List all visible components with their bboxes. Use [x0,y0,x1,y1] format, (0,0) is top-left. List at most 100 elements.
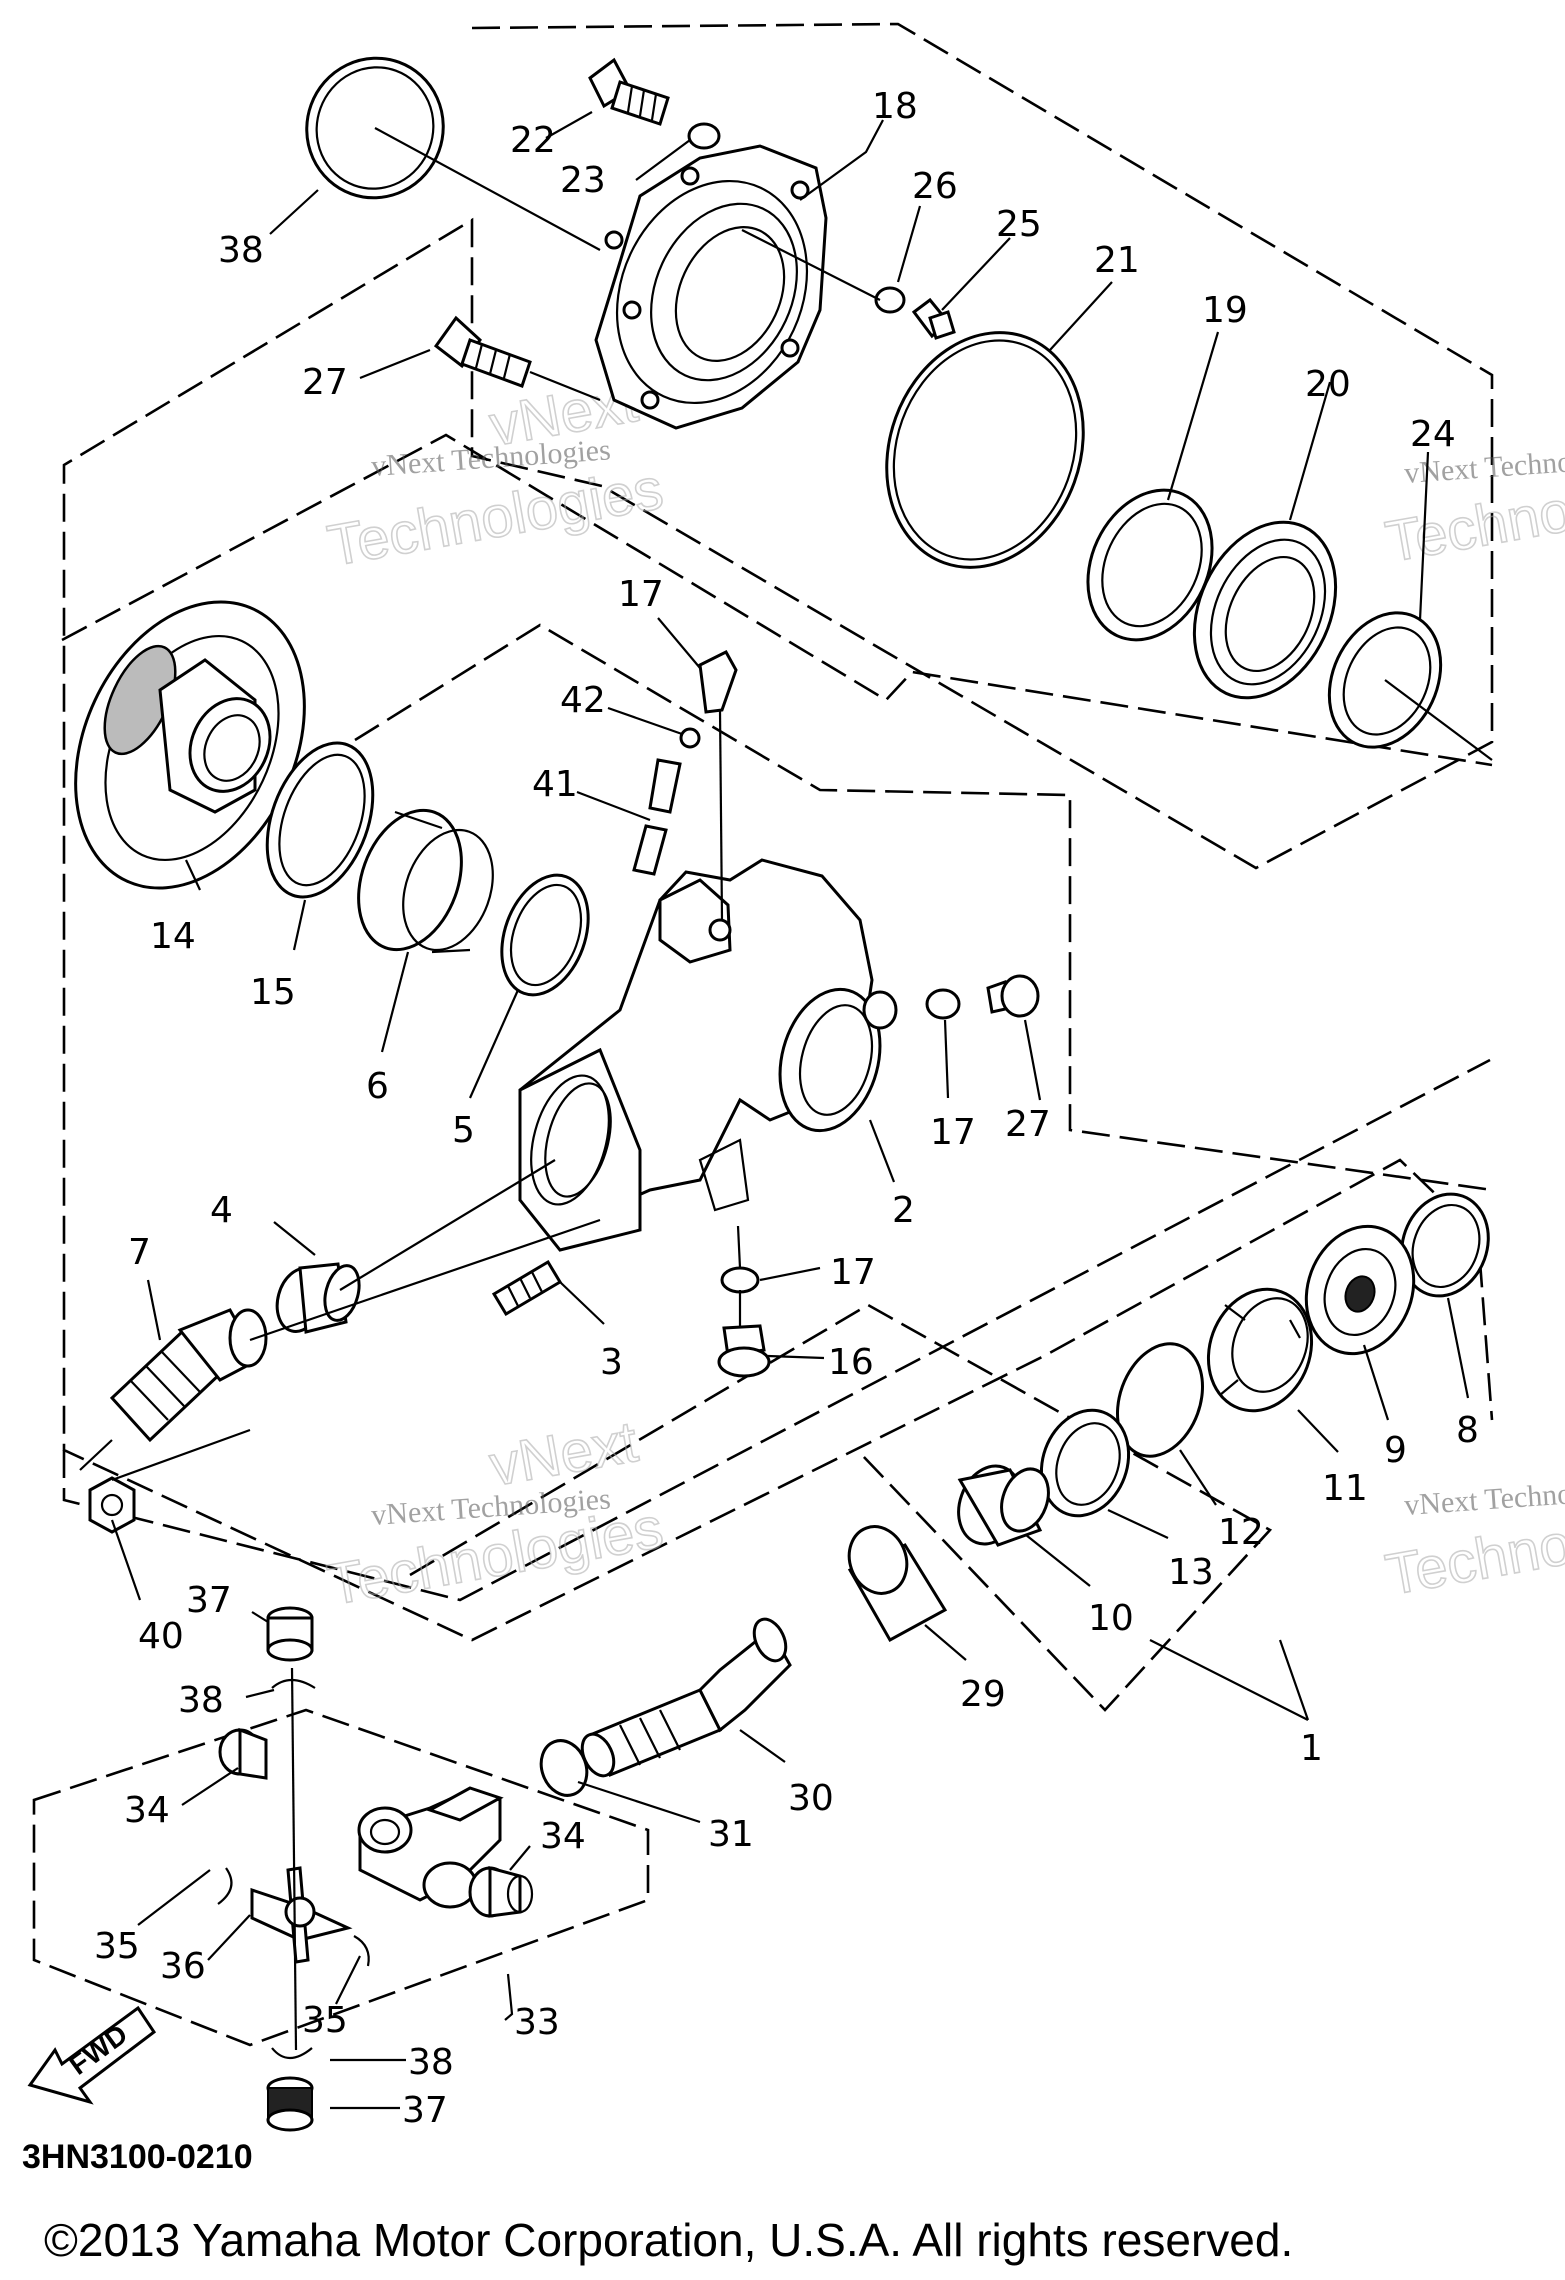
bearing-9 [1304,1224,1416,1356]
callout-33: 33 [514,2002,560,2043]
housing-boundary [61,433,1493,767]
callout-26: 27 [302,362,348,403]
stud-bolt-3 [491,1259,563,1317]
callout-6: 6 [366,1066,389,1107]
hose-41 [632,758,682,876]
bolt-27 [911,297,956,340]
drawing-code: 3HN3100-0210 [22,2138,253,2176]
shim-5 [500,873,590,997]
drive-shaft-31 [580,1617,792,1778]
callout-5: 5 [452,1110,475,1151]
callout-34-left: 34 [124,1790,170,1831]
callout-32: 31 [708,1814,754,1855]
needle-bearing-4 [275,1262,361,1334]
callout-21: 20 [1305,364,1351,405]
circlip-38-upper [271,1678,316,1689]
gear-case-2 [518,858,898,1252]
upper-assembly-boundary [62,22,1494,1642]
nut-40 [88,1476,136,1534]
callout-23: 24 [1410,414,1456,455]
callout-22: 21 [1094,240,1140,281]
bearing-cup-37-upper [266,1606,314,1662]
callout-39: 38 [218,230,264,271]
callout-38-upper: 38 [178,1680,224,1721]
o-ring-22 [885,331,1085,569]
callout-29: 27 [1005,1104,1051,1145]
thrust-washer-15 [265,741,375,899]
ring-nut-11 [1206,1287,1314,1413]
callout-42: 42 [560,680,606,721]
callout-34-right: 34 [540,1816,586,1857]
circlip-35-right [353,1935,370,1967]
callout-20: 19 [1202,290,1248,331]
oil-seal-13 [1039,1408,1131,1518]
callout-14: 14 [150,916,196,957]
leader-lines [79,111,1493,2110]
callout-2: 2 [892,1190,915,1231]
spider-36 [250,1866,353,1964]
ring-gear-14 [74,600,306,890]
bearing-housing-19 [594,144,828,430]
clip-42 [679,727,701,749]
circlip-38-lower [271,2047,313,2060]
callout-35-right: 35 [302,2000,348,2041]
yoke-assembly-boundary [32,1708,650,2047]
callout-40: 40 [138,1616,184,1657]
callout-labels: 38 22 23 18 26 25 21 19 20 24 27 17 42 4… [94,86,1479,2131]
callout-3: 3 [600,1342,623,1383]
cover-boundary [354,623,1493,1192]
bearing-race-6 [357,808,494,954]
bearing-cup-37-lower [266,2076,314,2132]
washer-25 [687,122,721,150]
plug-29 [986,974,1040,1018]
circlip-32 [539,1739,589,1797]
pinion-gear-7 [109,1308,268,1443]
bearing-cup-34-left [218,1727,268,1780]
callout-1: 1 [1300,1728,1323,1769]
callout-4: 4 [210,1190,233,1231]
callout-31: 30 [788,1778,834,1819]
callout-16: 16 [828,1342,874,1383]
callout-7: 7 [128,1232,151,1273]
callout-24: 22 [510,120,556,161]
bolt-26 [433,315,532,388]
callout-11: 11 [1322,1468,1368,1509]
callout-9: 9 [1384,1430,1407,1471]
callout-15: 15 [250,972,296,1013]
bearing-group-boundary [409,1303,1273,1712]
callout-8: 8 [1456,1410,1479,1451]
breather-18 [698,650,738,714]
callout-25: 23 [560,160,606,201]
callout-37-lower: 37 [402,2090,448,2131]
o-ring-12 [1115,1342,1205,1458]
watermark-text: vNext [485,1409,642,1499]
callout-12: 12 [1218,1512,1264,1553]
callout-37-upper: 37 [186,1580,232,1621]
callout-41: 41 [532,764,578,805]
callout-28: 26 [912,166,958,207]
plug-16 [717,1324,771,1378]
watermark-text: vNext Technologies [1403,1472,1565,1522]
callout-17: 17 [930,1112,976,1153]
callout-13: 13 [1168,1552,1214,1593]
bolt-24 [588,57,670,126]
callout-10: 10 [1088,1598,1134,1639]
washer-17-lower [720,1266,760,1294]
copyright-notice: ©2013 Yamaha Motor Corporation, U.S.A. A… [44,2214,1293,2266]
callout-27: 25 [996,204,1042,245]
collar-10 [957,1464,1050,1547]
washer-28 [874,286,906,314]
final-gear-boundary [62,1058,1491,1602]
forward-direction-arrow: FWD [27,2005,157,2105]
needle-bearing-30 [847,1525,948,1643]
callout-38-lower: 38 [408,2042,454,2083]
yoke-33 [357,1786,504,1909]
bearing-cup-34-right [468,1866,534,1918]
callout-17b: 17 [830,1252,876,1293]
callout-19: 18 [872,86,918,127]
callout-35-left: 35 [94,1926,140,1967]
callout-36: 36 [160,1946,206,1987]
washer-17-upper [925,988,961,1020]
